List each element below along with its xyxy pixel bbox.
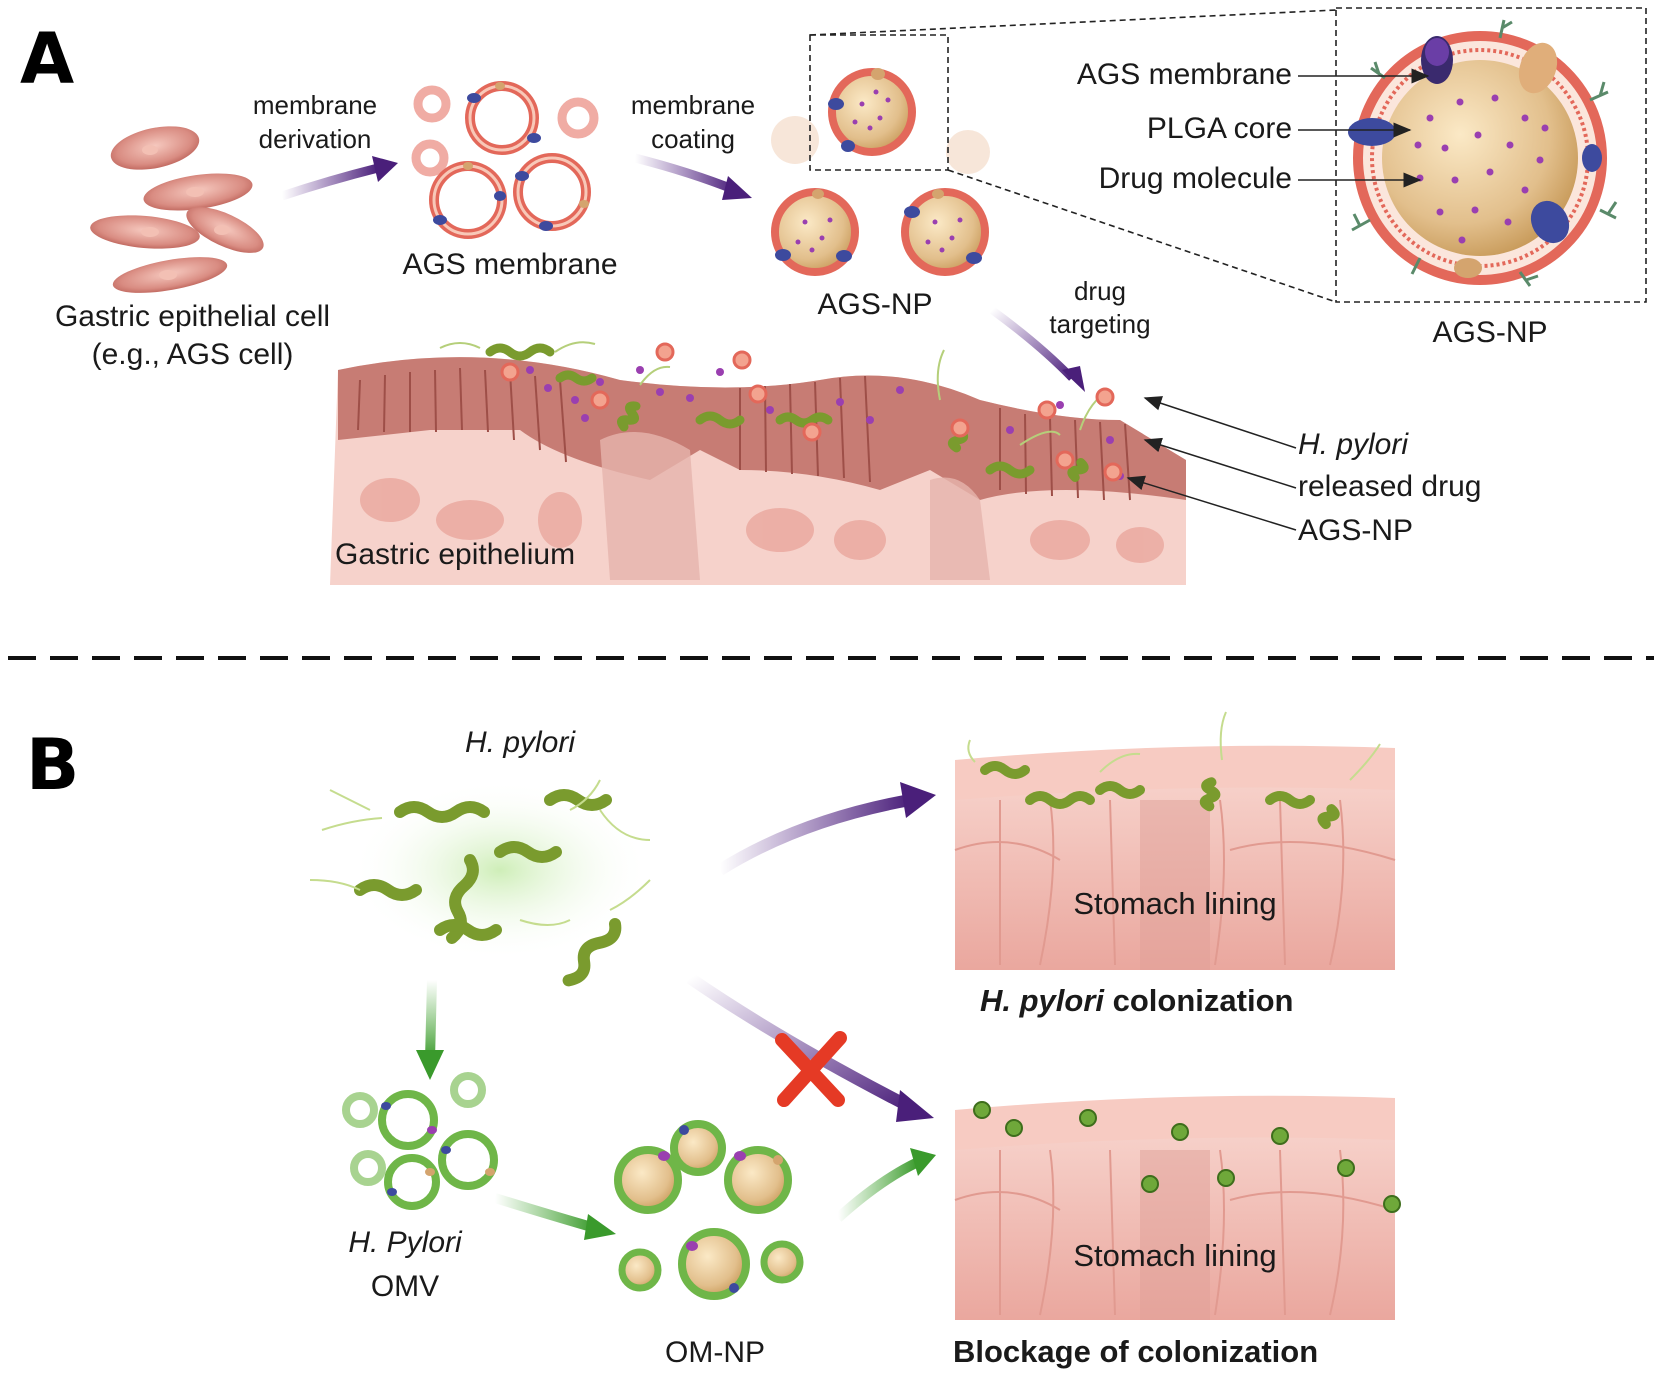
panel-a-letter: A bbox=[20, 18, 75, 100]
block-x-icon bbox=[775, 1031, 847, 1107]
cell-label-line1: Gastric epithelial cell bbox=[54, 300, 331, 333]
arrow-membrane-derivation bbox=[280, 156, 398, 201]
epithelial-cells bbox=[90, 126, 264, 293]
omv-vesicles bbox=[342, 1072, 498, 1210]
arrow-to-omv bbox=[416, 979, 444, 1080]
arrow-drug-targeting bbox=[989, 306, 1085, 392]
stomach-lining-blocked bbox=[954, 1095, 1401, 1320]
omv-label-line2: OMV bbox=[370, 1270, 440, 1303]
arrow-to-colonization bbox=[716, 782, 936, 876]
epithelium-label: Gastric epithelium bbox=[335, 538, 576, 571]
hpylori-label: H. pylori bbox=[464, 726, 576, 759]
faded-vesicle bbox=[946, 130, 990, 174]
arrow2-line1: membrane bbox=[630, 90, 756, 120]
omv-label-line1: H. Pylori bbox=[348, 1226, 462, 1259]
legend-ags-np: AGS-NP bbox=[1298, 514, 1414, 547]
legend-released-drug: released drug bbox=[1298, 470, 1482, 503]
ags-np-label: AGS-NP bbox=[817, 288, 933, 321]
lining-top-label: Stomach lining bbox=[1073, 886, 1277, 921]
arrow-membrane-coating bbox=[633, 153, 752, 200]
legend-pointer-lines bbox=[1126, 396, 1297, 531]
arrow-to-omnp bbox=[493, 1193, 616, 1240]
zoom-box bbox=[809, 7, 1647, 303]
arrow-to-blockage bbox=[686, 973, 934, 1122]
caption-colonization: H. pylori colonization bbox=[980, 985, 1293, 1016]
ags-np-on-epithelium bbox=[500, 342, 1123, 482]
cell-label-line2: (e.g., AGS cell) bbox=[91, 338, 294, 371]
callout-drug-molecule: Drug molecule bbox=[1098, 162, 1292, 195]
inset-ags-np-label: AGS-NP bbox=[1432, 316, 1548, 349]
targeting-line1: drug bbox=[1073, 276, 1127, 306]
panel-b-letter: B bbox=[26, 724, 80, 806]
caption-blockage: Blockage of colonization bbox=[953, 1334, 1319, 1369]
arrow2-line2: coating bbox=[651, 124, 735, 154]
ags-membrane-vesicles bbox=[411, 81, 599, 239]
faded-vesicle bbox=[771, 116, 819, 164]
lining-bottom-label: Stomach lining bbox=[1073, 1238, 1277, 1273]
ags-membrane-label: AGS membrane bbox=[402, 248, 618, 281]
gastric-epithelium bbox=[330, 357, 1186, 585]
inset-ags-np bbox=[1348, 19, 1618, 287]
omv-proteins bbox=[381, 1102, 495, 1196]
arrow1-line1: membrane bbox=[252, 90, 378, 120]
arrow-omnp-to-lining bbox=[834, 1148, 936, 1222]
omnp-label: OM-NP bbox=[665, 1336, 765, 1369]
arrow1-line2: derivation bbox=[258, 124, 372, 154]
omnp-particles bbox=[614, 1120, 804, 1300]
ags-np-particles bbox=[771, 68, 989, 276]
caption-colonization-rest: colonization bbox=[1104, 983, 1294, 1018]
callout-plga-core: PLGA core bbox=[1146, 112, 1292, 145]
caption-colonization-italic: H. pylori bbox=[980, 983, 1105, 1018]
legend-hpylori: H. pylori bbox=[1298, 428, 1409, 461]
stomach-lining-colonized bbox=[954, 711, 1396, 970]
inset-callout-lines bbox=[1298, 68, 1430, 188]
hpylori-cluster bbox=[309, 779, 651, 987]
targeting-line2: targeting bbox=[1049, 309, 1151, 339]
callout-ags-membrane: AGS membrane bbox=[1076, 58, 1292, 91]
released-drug-dots bbox=[526, 366, 1124, 480]
